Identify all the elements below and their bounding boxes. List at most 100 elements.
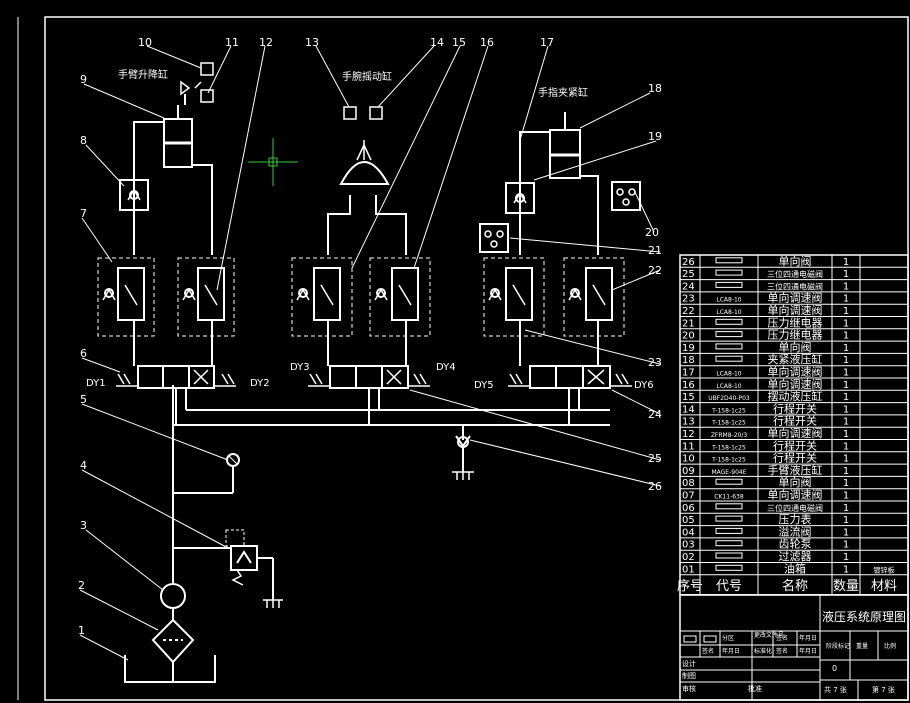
wrist-swing-circuit	[291, 106, 431, 425]
callout-21: 21	[648, 244, 662, 257]
callout-4: 4	[80, 459, 87, 472]
bom-no: 24	[682, 281, 695, 292]
bom-name: 行程开关	[773, 401, 817, 415]
bom-name: 摆动液压缸	[768, 389, 823, 403]
arm-lift-label: 手臂升降缸	[118, 68, 168, 81]
bom-code-box	[715, 527, 743, 534]
callout-12: 12	[259, 36, 273, 49]
callout-26: 26	[648, 480, 662, 493]
bom-no: 21	[682, 318, 695, 329]
bom-name: 夹紧液压缸	[768, 352, 823, 366]
bom-no: 13	[682, 417, 695, 428]
solenoid-dy1: DY1	[86, 378, 106, 389]
solenoid-dy5: DY5	[474, 380, 494, 391]
bom-qty: 1	[843, 429, 849, 440]
bom-header-no: 序号	[677, 579, 703, 594]
callout-25: 25	[648, 452, 662, 465]
callout-11: 11	[225, 36, 239, 49]
callout-5: 5	[80, 393, 87, 406]
bom-code-box	[715, 540, 743, 547]
bom-name: 三位四通电磁阀	[767, 503, 823, 513]
bom-no: 01	[682, 564, 695, 575]
bom-qty: 1	[843, 404, 849, 415]
bom-code: UBF2D40-P03	[708, 395, 750, 402]
bom-name: 行程开关	[773, 451, 817, 465]
bom-name: 单向阀	[779, 254, 812, 268]
relief-valve	[230, 545, 258, 571]
tb-sheet-no: 第 7 张	[872, 685, 895, 694]
bom-name: 行程开关	[773, 438, 817, 452]
bom-name: 过滤器	[779, 550, 812, 563]
callout-3: 3	[80, 519, 87, 532]
bom-name: 行程开关	[773, 414, 817, 428]
solenoid-labels: DY1 DY2 DY3 DY4 DY5 DY6	[86, 362, 654, 391]
bom-no: 11	[682, 441, 695, 452]
bom-no: 02	[682, 552, 695, 563]
callout-2: 2	[78, 579, 85, 592]
bom-code: ZFRM8-20/3	[711, 432, 748, 439]
tb-date-b: 年月日	[722, 647, 740, 655]
bom-header-material: 材料	[871, 579, 897, 594]
tb-change-doc: 更改文件号	[754, 631, 784, 639]
bom-name: 单向调速阀	[768, 291, 823, 305]
callout-7: 7	[80, 207, 87, 220]
bom-row: 02 过滤器 1	[682, 550, 849, 563]
bom-code-box	[715, 331, 743, 338]
bom-name: 手臂液压缸	[768, 463, 823, 477]
bom-code: T-158-1c25	[711, 444, 746, 451]
bom-qty: 1	[843, 318, 849, 329]
bom-material: 镀锌板	[874, 565, 895, 574]
bom-no: 05	[682, 515, 695, 526]
title-block-text: 液压系统原理图 分区 更改文件号 签名 年月日 签名 年月日 标准化 签名 年月…	[682, 609, 906, 694]
bom-no: 22	[682, 306, 695, 317]
cad-cursor-crosshair	[248, 138, 298, 186]
bom-code: CK11-638	[714, 494, 744, 501]
pressure-relay-21	[479, 223, 509, 253]
bom-qty: 1	[843, 257, 849, 268]
bom-qty: 1	[843, 527, 849, 538]
bom-code-box	[715, 318, 743, 325]
bom-code: LCA8-10	[716, 309, 741, 316]
bom-qty: 1	[843, 491, 849, 502]
bom-no: 10	[682, 454, 695, 465]
oil-tank	[124, 655, 216, 683]
gear-pump	[160, 583, 186, 609]
callout-9: 9	[80, 73, 87, 86]
bom-code: T-158-1c25	[711, 407, 746, 414]
bom-name: 三位四通电磁阀	[767, 281, 823, 291]
bom-no: 09	[682, 466, 695, 477]
callout-24: 24	[648, 408, 662, 421]
bom-qty: 1	[843, 368, 849, 379]
bom-code-box	[715, 478, 743, 485]
tb-sign-b: 签名	[702, 647, 714, 655]
bom-qty: 1	[843, 306, 849, 317]
bom-code-box	[715, 552, 743, 559]
callout-23: 23	[648, 356, 662, 369]
callout-1: 1	[78, 624, 85, 637]
bom-qty: 1	[843, 552, 849, 563]
wrist-swing-cylinder	[339, 161, 390, 185]
bom-qty: 1	[843, 454, 849, 465]
bom-qty: 1	[843, 355, 849, 366]
bom-no: 16	[682, 380, 695, 391]
bom-no: 26	[682, 257, 695, 268]
solenoid-dy3: DY3	[290, 362, 310, 373]
callout-20: 20	[645, 226, 659, 239]
tb-standardize: 标准化	[754, 647, 772, 655]
callout-6: 6	[80, 347, 87, 360]
bom-name: 单向调速阀	[768, 365, 823, 379]
bom-qty: 1	[843, 540, 849, 551]
bom-name: 三位四通电磁阀	[767, 269, 823, 279]
